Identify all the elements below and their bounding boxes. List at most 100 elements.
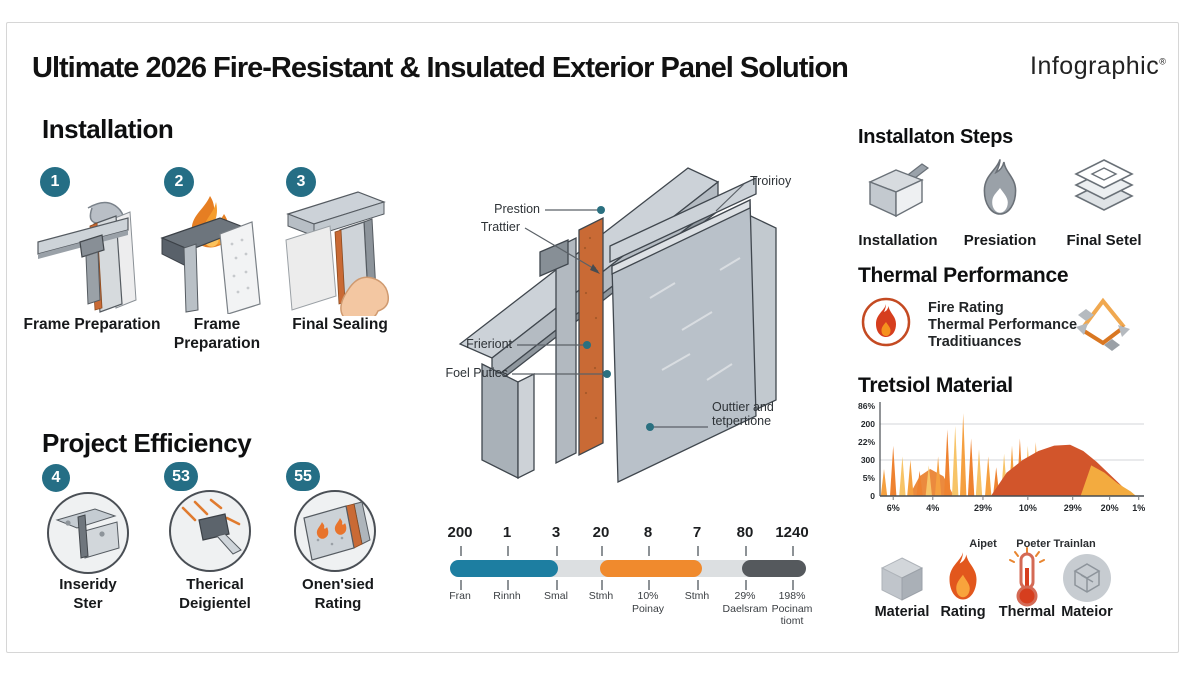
tick-mark [745, 546, 747, 556]
thermal-performance-lines: Fire Rating Thermal Performance Traditiu… [928, 300, 1077, 351]
scale-label: Smal [544, 590, 568, 602]
tick-mark [792, 580, 794, 590]
installation-steps-heading: Installaton Steps [858, 126, 1013, 148]
brand-text: Infographic [1030, 52, 1160, 80]
scale-label: 29% Daelsram [722, 590, 768, 615]
tick-mark [556, 546, 558, 556]
efficiency-1-label: Inseridy Ster [59, 576, 117, 612]
scale-value: 20 [592, 524, 610, 541]
scale-value: 8 [643, 524, 653, 541]
svg-text:22%: 22% [858, 437, 875, 447]
rating-flame-icon [949, 552, 977, 600]
flame-outline-icon [983, 159, 1017, 215]
svg-text:5%: 5% [863, 473, 876, 483]
step-1-label: Frame Preparation [23, 316, 161, 333]
steps-panel-label-1: Installation [858, 232, 938, 249]
registered-mark: ® [1159, 56, 1167, 67]
material-label-3: Thermal [998, 604, 1056, 620]
tick-mark [601, 580, 603, 590]
svg-text:4%: 4% [926, 503, 939, 513]
svg-text:86%: 86% [858, 401, 875, 411]
step-2-label: Frame Preparation [173, 316, 261, 353]
page-title: Ultimate 2026 Fire-Resistant & Insulated… [32, 52, 849, 84]
step-53-badge: 53 [164, 462, 198, 491]
fire-rating-badge-icon [861, 297, 911, 347]
sphere-cube-icon [1063, 554, 1111, 602]
material-label-1: Material [874, 604, 930, 620]
scale-value: 200 [447, 524, 473, 541]
tick-mark [697, 580, 699, 590]
panel-diagram-drawing [458, 167, 777, 484]
scale-value: 3 [551, 524, 561, 541]
material-label-2: Rating [940, 604, 986, 620]
scale-label: Rinnh [493, 590, 521, 602]
material-label-4: Mateior [1061, 604, 1113, 620]
brand-logo: Infographic® [1030, 52, 1166, 81]
svg-text:200: 200 [861, 419, 875, 429]
diagram-label-outtier: Outtier and tetpertione [712, 400, 774, 429]
scale-segment-orange [600, 560, 702, 577]
annotation-poeter: Poeter Trainlan [1016, 538, 1096, 550]
diamond-logo-icon [1076, 297, 1130, 351]
step-55-badge: 55 [286, 462, 320, 491]
frame-clamp-icon [37, 201, 137, 313]
svg-text:29%: 29% [1064, 503, 1082, 513]
layers-icon [1074, 159, 1134, 211]
thermometer-icon [1009, 547, 1045, 607]
diagram-label-troirioy: Troirioy [750, 174, 792, 188]
thermal-line-3: Traditiuances [928, 334, 1022, 350]
svg-text:1%: 1% [1132, 503, 1145, 513]
tick-mark [697, 546, 699, 556]
fire-rating-panel-icon [294, 490, 376, 572]
corner-joint-icon [47, 492, 129, 574]
tick-mark [648, 580, 650, 590]
scale-value: 80 [736, 524, 754, 541]
scale-segment-dark [742, 560, 806, 577]
step-3-label: Final Sealing [292, 316, 388, 333]
tretsiol-material-heading: Tretsiol Material [858, 374, 1013, 397]
scale-value: 7 [692, 524, 702, 541]
thermal-performance-heading: Thermal Performance [858, 264, 1069, 287]
svg-text:300: 300 [861, 455, 875, 465]
tick-mark [601, 546, 603, 556]
project-efficiency-heading: Project Efficiency [42, 428, 252, 458]
steps-panel-label-3: Final Setel [1066, 232, 1142, 249]
scale-label: Fran [449, 590, 471, 602]
thermal-line-2: Thermal Performance [928, 317, 1078, 333]
toolbox-icon [868, 163, 930, 218]
tick-mark [745, 580, 747, 590]
scale-segment-teal [450, 560, 558, 577]
annotation-aipet: Aipet [969, 538, 997, 550]
hand-seal-icon [285, 191, 390, 316]
efficiency-2-label: Therical Deigientel [179, 576, 251, 612]
tick-mark [507, 546, 509, 556]
efficiency-3-label: Onen'sied Rating [302, 576, 374, 612]
infographic-border [6, 22, 1179, 653]
scale-label: 10% Poinay [631, 590, 665, 615]
step-2-badge: 2 [164, 167, 194, 197]
tick-mark [792, 546, 794, 556]
tick-mark [507, 580, 509, 590]
svg-text:6%: 6% [887, 503, 900, 513]
thermal-line-1: Fire Rating [928, 300, 1004, 316]
diagram-label-frieriont: Frieriont [466, 337, 512, 351]
tick-mark [460, 546, 462, 556]
diagram-label-foel-puties: Foel Puties [445, 366, 508, 380]
svg-text:20%: 20% [1101, 503, 1119, 513]
scale-label: Stmh [588, 590, 614, 602]
diagram-label-trattier: Trattier [480, 220, 520, 234]
thermal-flow-icon [169, 490, 251, 572]
step-1-badge: 1 [40, 167, 70, 197]
installation-heading: Installation [42, 114, 174, 144]
exploded-panel-diagram: Prestion Trattier Troirioy Frieriont Foe… [420, 148, 832, 484]
scale-value: 1240 [775, 524, 809, 541]
diagram-label-prestion: Prestion [494, 202, 540, 216]
svg-text:10%: 10% [1019, 503, 1037, 513]
tick-mark [460, 580, 462, 590]
spec-scale-bar: 200 1 3 20 8 7 80 1240 Fran Rinnh Smal S… [447, 524, 812, 634]
step-4-badge: 4 [42, 464, 70, 492]
scale-value: 1 [502, 524, 512, 541]
cube-icon [880, 557, 924, 601]
svg-text:0: 0 [870, 491, 875, 501]
